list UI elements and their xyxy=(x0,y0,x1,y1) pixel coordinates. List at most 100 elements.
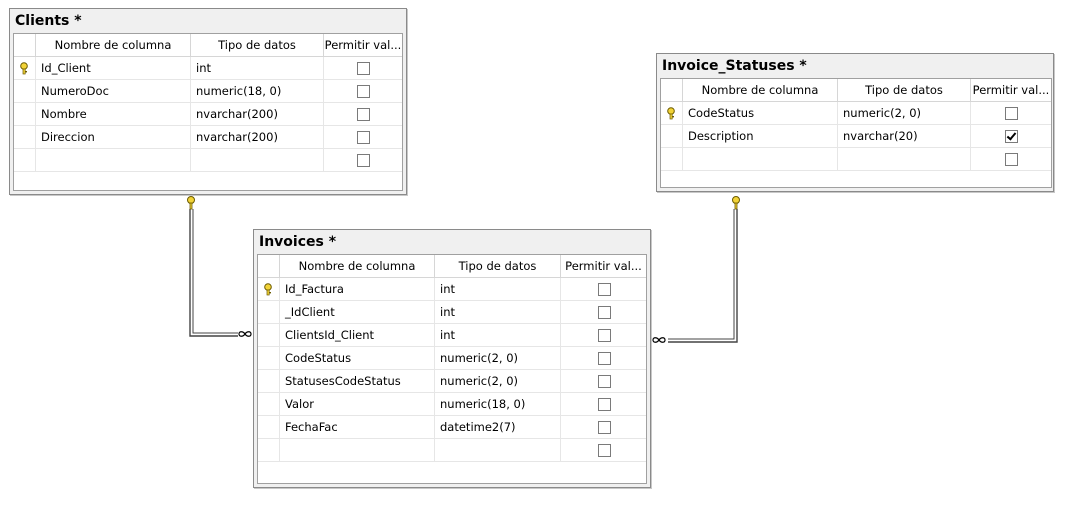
row-selector[interactable] xyxy=(258,278,280,300)
allow-nulls-checkbox[interactable] xyxy=(597,306,611,319)
column-name-cell[interactable]: _IdClient xyxy=(280,301,435,323)
data-type-cell[interactable]: nvarchar(200) xyxy=(191,103,324,125)
header-column-name[interactable]: Nombre de columna xyxy=(36,34,191,56)
allow-nulls-checkbox[interactable] xyxy=(357,62,370,75)
row-selector[interactable] xyxy=(258,416,280,438)
relationship-clients-invoices[interactable] xyxy=(187,196,252,337)
header-allow-nulls[interactable]: Permitir val... xyxy=(565,259,642,273)
header-column-name[interactable]: Nombre de columna xyxy=(280,255,435,277)
row-selector[interactable] xyxy=(258,439,280,461)
data-type-cell[interactable]: int xyxy=(191,57,324,79)
row-selector[interactable] xyxy=(14,126,36,148)
header-data-type[interactable]: Tipo de datos xyxy=(191,34,324,56)
data-type-cell[interactable] xyxy=(191,149,324,171)
row-selector[interactable] xyxy=(258,301,280,323)
column-name-cell[interactable] xyxy=(280,439,435,461)
column-name-cell[interactable]: StatusesCodeStatus xyxy=(280,370,435,392)
column-name-cell[interactable]: ClientsId_Client xyxy=(280,324,435,346)
table-title[interactable]: Clients * xyxy=(15,13,82,29)
allow-nulls-checkbox[interactable] xyxy=(597,444,611,457)
column-name-cell[interactable]: CodeStatus xyxy=(280,347,435,369)
column-name-cell[interactable]: NumeroDoc xyxy=(36,80,191,102)
data-type-cell[interactable]: numeric(18, 0) xyxy=(191,80,324,102)
table-title[interactable]: Invoices * xyxy=(259,234,337,250)
data-type-cell[interactable]: int xyxy=(435,324,561,346)
row-selector[interactable] xyxy=(14,57,36,79)
row-selector[interactable] xyxy=(258,347,280,369)
data-type-cell[interactable] xyxy=(838,148,971,170)
data-type-cell[interactable]: nvarchar(20) xyxy=(838,125,971,147)
data-type-cell[interactable]: nvarchar(200) xyxy=(191,126,324,148)
allow-nulls-checkbox[interactable] xyxy=(1005,153,1018,166)
data-type-cell[interactable]: numeric(2, 0) xyxy=(435,370,561,392)
table-row[interactable] xyxy=(14,149,402,172)
column-name-cell[interactable]: FechaFac xyxy=(280,416,435,438)
column-name-cell[interactable]: Valor xyxy=(280,393,435,415)
row-selector[interactable] xyxy=(14,103,36,125)
data-type-cell[interactable]: datetime2(7) xyxy=(435,416,561,438)
relationship-statuses-invoices[interactable] xyxy=(652,196,740,343)
data-type-cell[interactable]: numeric(2, 0) xyxy=(435,347,561,369)
column-name-cell[interactable]: Description xyxy=(683,125,838,147)
allow-nulls-checkbox[interactable] xyxy=(357,108,370,121)
row-selector[interactable] xyxy=(258,370,280,392)
allow-nulls-checkbox[interactable] xyxy=(357,85,370,98)
row-selector[interactable] xyxy=(14,149,36,171)
allow-nulls-checkbox[interactable] xyxy=(357,154,370,167)
row-selector[interactable] xyxy=(661,102,683,124)
allow-nulls-checkbox[interactable] xyxy=(1005,107,1018,120)
data-type-cell[interactable]: numeric(18, 0) xyxy=(435,393,561,415)
column-name-cell[interactable] xyxy=(683,148,838,170)
allow-nulls-checkbox[interactable] xyxy=(597,398,611,411)
row-selector[interactable] xyxy=(258,324,280,346)
column-name-cell[interactable] xyxy=(36,149,191,171)
column-name-cell[interactable]: CodeStatus xyxy=(683,102,838,124)
allow-nulls-checkbox[interactable] xyxy=(597,329,611,342)
header-data-type[interactable]: Tipo de datos xyxy=(435,255,561,277)
header-data-type[interactable]: Tipo de datos xyxy=(838,79,971,101)
column-name-cell[interactable]: Id_Client xyxy=(36,57,191,79)
table-row[interactable] xyxy=(258,439,646,462)
data-type-cell[interactable]: int xyxy=(435,278,561,300)
header-allow-nulls[interactable]: Permitir val... xyxy=(324,38,402,52)
allow-nulls-checkbox[interactable] xyxy=(597,283,611,296)
data-type-cell[interactable]: int xyxy=(435,301,561,323)
allow-nulls-checkbox[interactable] xyxy=(597,421,611,434)
data-type-cell[interactable] xyxy=(435,439,561,461)
column-name-cell[interactable]: Id_Factura xyxy=(280,278,435,300)
table-row[interactable] xyxy=(661,148,1051,171)
allow-nulls-checkbox[interactable] xyxy=(597,352,611,365)
allow-nulls-checkbox[interactable] xyxy=(597,375,611,388)
column-name-cell[interactable]: Direccion xyxy=(36,126,191,148)
row-selector[interactable] xyxy=(661,148,683,170)
row-selector[interactable] xyxy=(14,80,36,102)
row-selector[interactable] xyxy=(661,125,683,147)
column-name-cell[interactable]: Nombre xyxy=(36,103,191,125)
header-allow-nulls[interactable]: Permitir val... xyxy=(972,83,1050,97)
allow-nulls-checkbox[interactable] xyxy=(357,131,370,144)
table-title[interactable]: Invoice_Statuses * xyxy=(662,58,807,74)
row-selector[interactable] xyxy=(258,393,280,415)
header-column-name[interactable]: Nombre de columna xyxy=(683,79,838,101)
data-type-cell[interactable]: numeric(2, 0) xyxy=(838,102,971,124)
one-end-key-icon xyxy=(187,196,195,210)
allow-nulls-checkbox[interactable] xyxy=(1005,130,1018,143)
